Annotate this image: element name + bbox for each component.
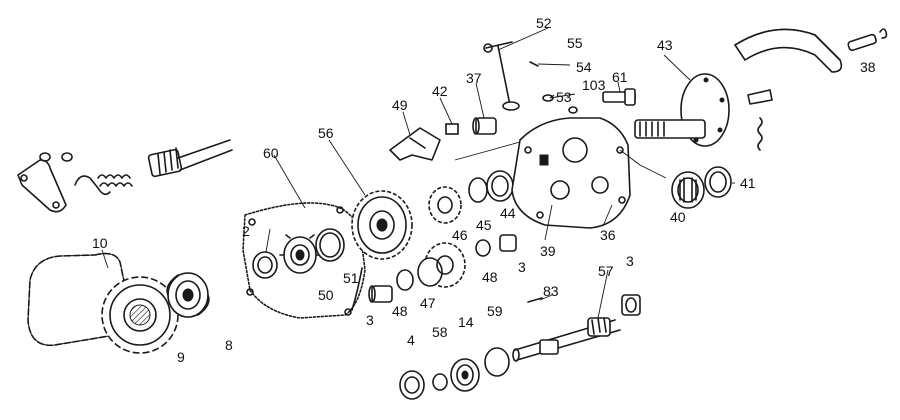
- label-48-lower: 48: [392, 303, 408, 319]
- large-gear: [351, 190, 413, 260]
- bearing-40: [671, 171, 705, 209]
- bearing-4: [399, 370, 425, 400]
- sleeve-lower: [368, 285, 393, 303]
- label-55: 55: [567, 35, 583, 51]
- label-51: 51: [343, 270, 359, 286]
- lever: [483, 41, 520, 111]
- washer-53: [542, 94, 554, 102]
- leader-lines: [101, 27, 735, 319]
- label-53: 53: [556, 89, 572, 105]
- clip: [879, 28, 888, 39]
- bush-37: [472, 117, 497, 135]
- label-41: 41: [740, 175, 756, 191]
- label-3-right: 3: [626, 253, 634, 269]
- label-56: 56: [318, 125, 334, 141]
- label-48-upper: 48: [482, 269, 498, 285]
- label-44: 44: [500, 205, 516, 221]
- pin-83: [527, 297, 543, 303]
- label-39: 39: [540, 243, 556, 259]
- parts-drawings: [17, 28, 888, 400]
- shoe-clip: [747, 89, 773, 105]
- label-50: 50: [318, 287, 334, 303]
- label-40: 40: [670, 209, 686, 225]
- bearing-14: [450, 358, 480, 392]
- gearbox-housing: [511, 117, 631, 229]
- label-52: 52: [536, 15, 552, 31]
- main-shaft: [512, 317, 621, 362]
- label-37: 37: [466, 70, 482, 86]
- return-spring: [757, 117, 763, 151]
- label-14: 14: [458, 314, 474, 330]
- label-42: 42: [432, 83, 448, 99]
- label-8: 8: [225, 337, 233, 353]
- label-57: 57: [598, 263, 614, 279]
- spring-wire: [351, 267, 363, 311]
- label-61: 61: [612, 69, 628, 85]
- label-59: 59: [487, 303, 503, 319]
- label-54: 54: [576, 59, 592, 75]
- label-60: 60: [263, 145, 279, 161]
- label-2: 2: [242, 223, 250, 239]
- label-3-middle: 3: [518, 259, 526, 275]
- bearing-44: [486, 170, 514, 202]
- label-4: 4: [407, 332, 415, 348]
- washer-48-lower: [396, 269, 414, 291]
- linkage-plate: [17, 152, 133, 213]
- small-gear: [279, 234, 321, 274]
- cluster-gear: [417, 242, 466, 288]
- washer-103: [568, 106, 578, 114]
- label-36: 36: [600, 227, 616, 243]
- label-38: 38: [860, 59, 876, 75]
- label-49: 49: [392, 97, 408, 113]
- label-103: 103: [582, 77, 606, 93]
- part-labels: 10 9 8 2 60 56 50 51 3 48 47 46 45 44 48…: [92, 15, 876, 365]
- gear-46: [428, 186, 462, 224]
- sleeve-middle: [499, 234, 517, 252]
- circlip-59: [484, 347, 510, 377]
- bearing-right: [621, 294, 641, 316]
- label-58: 58: [432, 324, 448, 340]
- bearing-left: [252, 251, 278, 279]
- pin-55: [529, 61, 539, 67]
- block-42: [445, 123, 459, 135]
- bolt-61: [602, 88, 636, 106]
- label-9: 9: [177, 349, 185, 365]
- label-45: 45: [476, 217, 492, 233]
- seal-ring: [315, 228, 345, 262]
- output-shaft: [634, 73, 730, 147]
- gasket: [242, 202, 366, 319]
- circlip-58: [432, 373, 448, 391]
- label-3-lower: 3: [366, 312, 374, 328]
- label-83: 83: [543, 283, 559, 299]
- sprocket: [101, 276, 179, 354]
- drive-chain: [27, 252, 130, 347]
- label-10: 10: [92, 235, 108, 251]
- pin-38: [847, 33, 877, 52]
- brake-shoe: [733, 28, 843, 73]
- hub: [166, 272, 210, 318]
- ring-45: [468, 177, 488, 203]
- label-43: 43: [657, 37, 673, 53]
- shift-fork: [389, 127, 441, 161]
- kickstart-shaft: [147, 139, 233, 178]
- washer-48-upper: [475, 239, 491, 257]
- label-47: 47: [420, 295, 436, 311]
- ring-41: [704, 166, 732, 198]
- label-46: 46: [452, 227, 468, 243]
